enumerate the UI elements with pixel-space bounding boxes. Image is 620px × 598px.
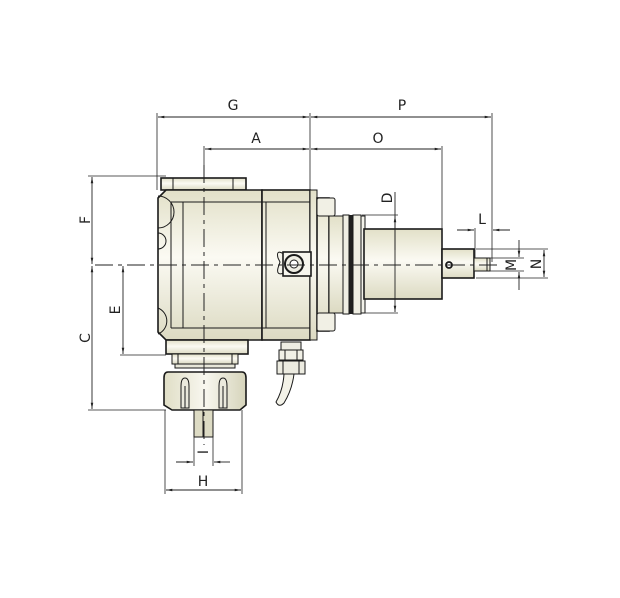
label-G: G	[228, 98, 239, 114]
label-E: E	[108, 306, 124, 315]
label-O: O	[372, 131, 383, 147]
label-A: A	[251, 131, 261, 147]
label-F: F	[78, 216, 94, 224]
dimension-annotations	[88, 113, 548, 494]
tool-holder-body	[157, 177, 491, 438]
label-C: C	[78, 333, 94, 343]
label-D: D	[380, 193, 396, 204]
label-N: N	[529, 259, 545, 269]
label-L: L	[478, 212, 486, 228]
label-H: H	[198, 474, 209, 490]
label-P: P	[398, 98, 406, 114]
label-I: I	[196, 450, 212, 454]
label-M: M	[504, 259, 520, 271]
dimension-labels: G P A O D L M N F E C I H	[78, 98, 545, 490]
center-lines	[95, 165, 500, 445]
